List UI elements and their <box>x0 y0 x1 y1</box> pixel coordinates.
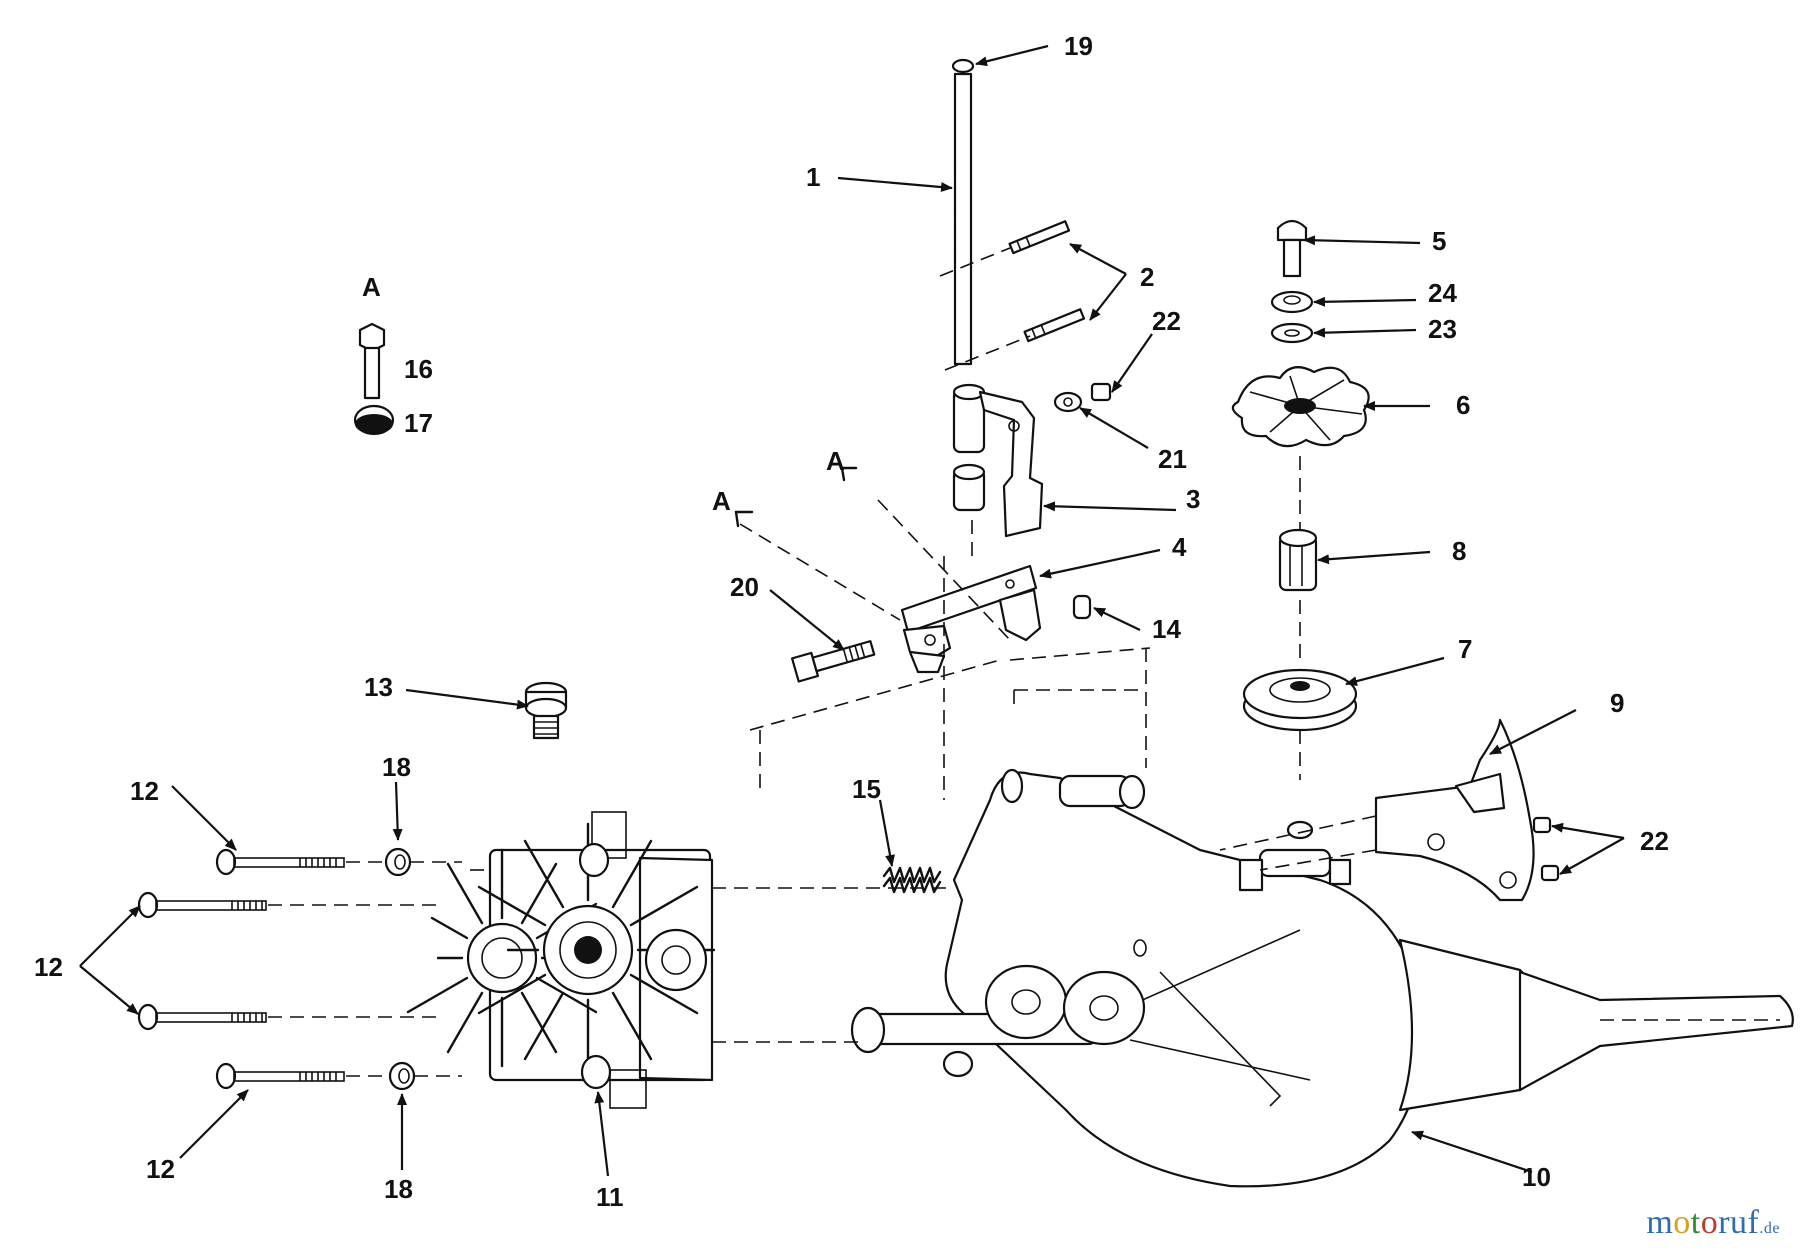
detail-a-bolt-nut <box>353 322 395 436</box>
plug-13 <box>524 681 568 740</box>
label-15: 15 <box>852 774 881 804</box>
label-1: 1 <box>806 162 820 192</box>
label-22-right: 22 <box>1640 826 1669 856</box>
label-20: 20 <box>730 572 759 602</box>
label-4: 4 <box>1172 532 1187 562</box>
transaxle-case-10 <box>850 768 1794 1188</box>
label-18-top: 18 <box>382 752 411 782</box>
label-16: 16 <box>404 354 433 384</box>
label-13: 13 <box>364 672 393 702</box>
label-24: 24 <box>1428 278 1457 308</box>
label-11: 11 <box>596 1182 624 1212</box>
watermark-ruf: ruf <box>1718 1204 1760 1241</box>
alignment-lines <box>470 499 1780 1043</box>
label-17: 17 <box>404 408 433 438</box>
shift-rod-assembly <box>939 58 1086 512</box>
label-21: 21 <box>1158 444 1187 474</box>
watermark-o2: o <box>1700 1204 1719 1241</box>
label-14: 14 <box>1152 614 1181 644</box>
pulley-stack <box>1231 219 1370 732</box>
label-2: 2 <box>1140 262 1154 292</box>
label-12-bottom: 12 <box>146 1154 175 1184</box>
label-6: 6 <box>1456 390 1470 420</box>
shield-9 <box>1374 718 1560 902</box>
label-12-top: 12 <box>130 776 159 806</box>
part-labels: 19 1 2 22 21 3 4 14 20 A A 5 24 23 6 8 7… <box>34 31 1669 1212</box>
label-9: 9 <box>1610 688 1624 718</box>
label-8: 8 <box>1452 536 1466 566</box>
label-10: 10 <box>1522 1162 1551 1192</box>
bolts-12 <box>137 847 462 1091</box>
label-a-ref-2: A <box>712 486 731 516</box>
spring-15 <box>882 866 942 894</box>
finned-housing-11 <box>406 811 716 1109</box>
watermark-m: m <box>1646 1204 1674 1241</box>
label-19: 19 <box>1064 31 1093 61</box>
label-a-ref-1: A <box>826 446 845 476</box>
label-22-top: 22 <box>1152 306 1181 336</box>
watermark-o1: o <box>1673 1204 1691 1241</box>
label-7: 7 <box>1458 634 1472 664</box>
leader-lines <box>79 44 1625 1177</box>
label-5: 5 <box>1432 226 1446 256</box>
label-18-bottom: 18 <box>384 1174 413 1204</box>
shift-arm-bracket <box>978 382 1112 538</box>
shift-bracket-4 <box>790 564 1092 683</box>
watermark-t: t <box>1690 1204 1701 1241</box>
label-detail-a: A <box>362 272 381 302</box>
label-12-middle: 12 <box>34 952 63 982</box>
watermark-de: .de <box>1759 1220 1780 1237</box>
label-23: 23 <box>1428 314 1457 344</box>
watermark-logo: motoruf.de <box>1646 1204 1780 1242</box>
label-3: 3 <box>1186 484 1200 514</box>
